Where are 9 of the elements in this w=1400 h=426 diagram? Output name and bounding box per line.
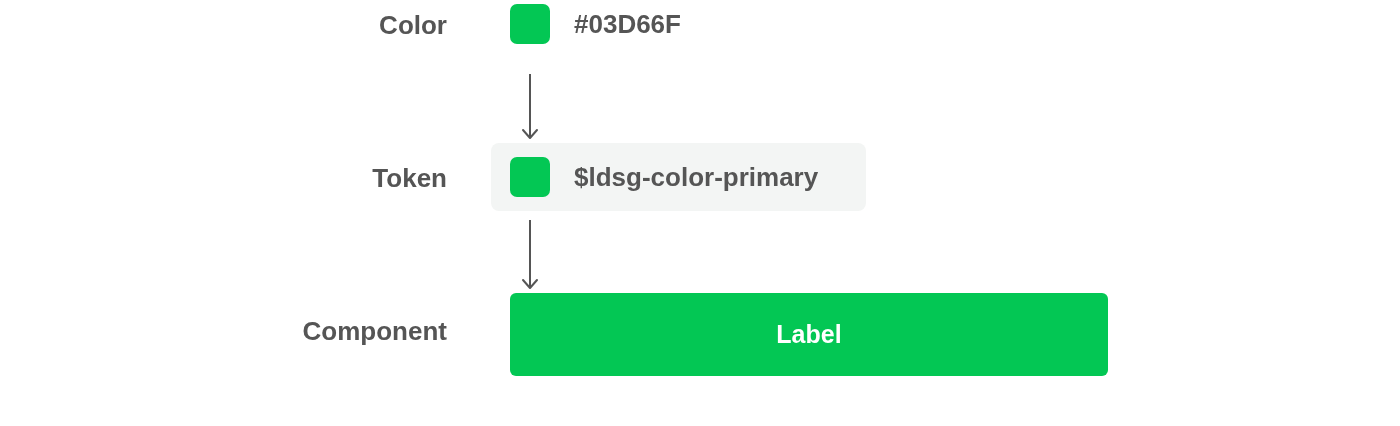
color-value: #03D66F <box>574 8 681 40</box>
row-label: Token <box>372 162 447 194</box>
arrow <box>522 219 538 289</box>
button: Label <box>510 293 1108 376</box>
row-label: Color <box>379 9 447 41</box>
row-label: Component <box>302 315 447 347</box>
token-chip <box>491 143 866 211</box>
token-name: $ldsg-color-primary <box>574 161 819 193</box>
arrow <box>522 73 538 139</box>
